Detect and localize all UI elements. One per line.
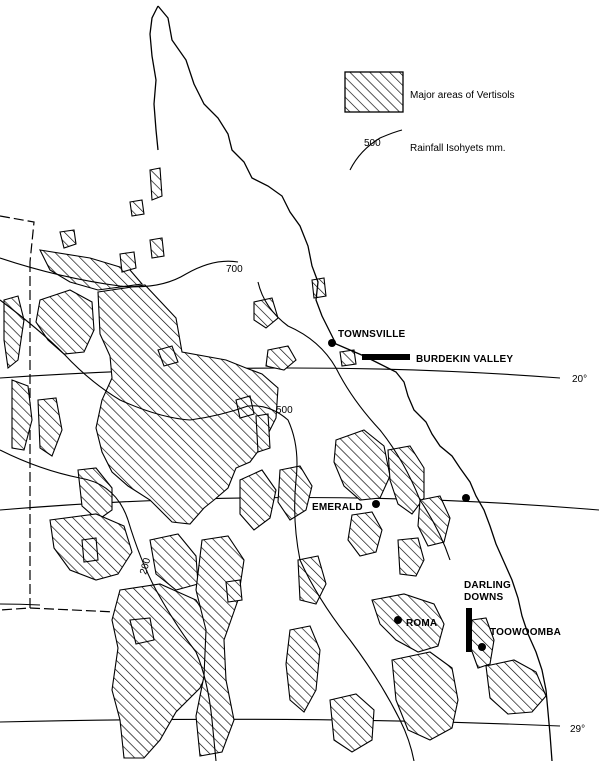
state-border [0, 215, 117, 613]
darling-downs-bar [466, 608, 472, 652]
coastline [149, 5, 553, 761]
emerald-marker [372, 500, 380, 508]
isohyet-label-200: 200 [138, 556, 153, 575]
label-roma: ROMA [406, 618, 437, 629]
coastal-town-marker [462, 494, 470, 502]
legend-vertisols-label: Major areas of Vertisols [410, 90, 515, 101]
isohyet-label-700: 700 [226, 264, 243, 275]
town-markers [328, 339, 486, 651]
label-emerald: EMERALD [312, 502, 363, 513]
label-townsville: TOWNSVILLE [338, 329, 406, 340]
label-darling: DARLING [464, 580, 511, 591]
label-toowoomba: TOOWOOMBA [490, 627, 561, 638]
legend: Major areas of Vertisols 500 Rainfall Is… [344, 71, 515, 154]
legend-isohyet-value: 500 [364, 138, 381, 149]
label-latitude-20: 20° [572, 374, 587, 385]
legend-swatch [344, 71, 404, 113]
burdekin-valley-bar [362, 354, 410, 360]
legend-isohyet-label: Rainfall Isohyets mm. [410, 143, 506, 154]
label-downs: DOWNS [464, 592, 503, 603]
townsville-marker [328, 339, 336, 347]
isohyet-lines [0, 129, 451, 761]
label-burdekin-valley: BURDEKIN VALLEY [416, 354, 513, 365]
toowoomba-marker [478, 643, 486, 651]
vertisol-areas [3, 167, 547, 759]
label-latitude-29: 29° [570, 724, 585, 735]
isohyet-label-500: 500 [276, 405, 293, 416]
roma-marker [394, 616, 402, 624]
